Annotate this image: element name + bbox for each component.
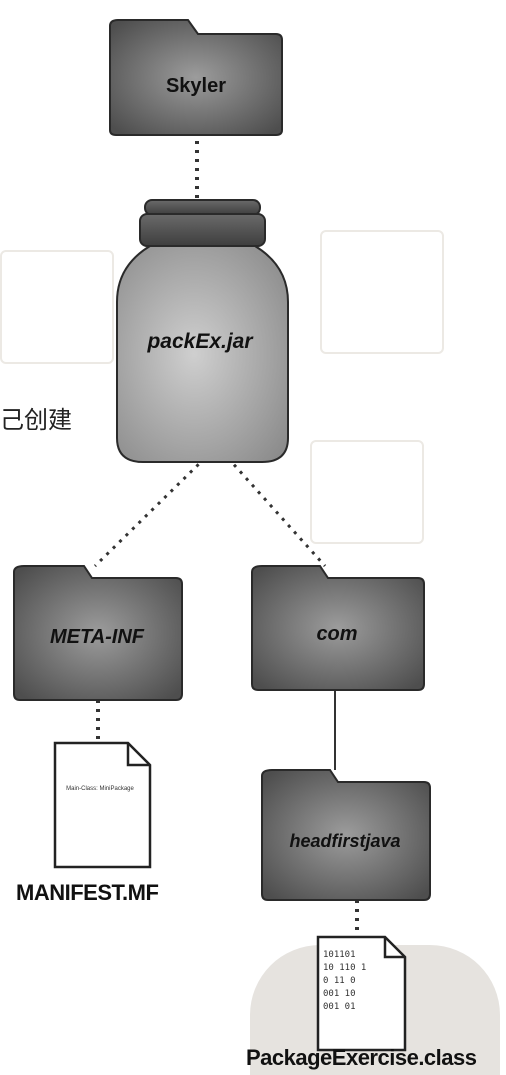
connector-jar-com [228, 458, 325, 566]
folder-skyler-label: Skyler [166, 75, 226, 97]
jar-packex[interactable]: packEx.jar [117, 200, 288, 462]
folder-com-label: com [316, 623, 357, 645]
folder-headfirstjava-label: headfirstjava [289, 831, 400, 851]
folder-meta-inf-label: META-INF [50, 626, 145, 648]
binary-line: 001 01 [323, 1002, 356, 1012]
manifest-content: Main-Class: MiniPackage [66, 786, 134, 792]
file-manifest[interactable]: Main-Class: MiniPackage [55, 743, 150, 867]
binary-line: 101101 [323, 950, 356, 960]
file-class[interactable]: 101101 10 110 1 0 11 0 001 10 001 01 [318, 937, 405, 1050]
folder-headfirstjava[interactable]: headfirstjava [262, 770, 430, 900]
jar-label: packEx.jar [146, 330, 254, 353]
binary-line: 10 110 1 [323, 963, 366, 973]
binary-line: 0 11 0 [323, 976, 356, 986]
folder-skyler[interactable]: Skyler [110, 20, 282, 135]
folder-meta-inf[interactable]: META-INF [14, 566, 182, 700]
class-filename: PackageExercise.class [246, 1045, 476, 1071]
handwritten-note: 己创建 [0, 400, 72, 435]
document-icon [55, 743, 150, 867]
manifest-filename: MANIFEST.MF [16, 880, 158, 906]
folder-com[interactable]: com [252, 566, 424, 690]
binary-line: 001 10 [323, 989, 356, 999]
connector-jar-metainf [95, 458, 205, 566]
